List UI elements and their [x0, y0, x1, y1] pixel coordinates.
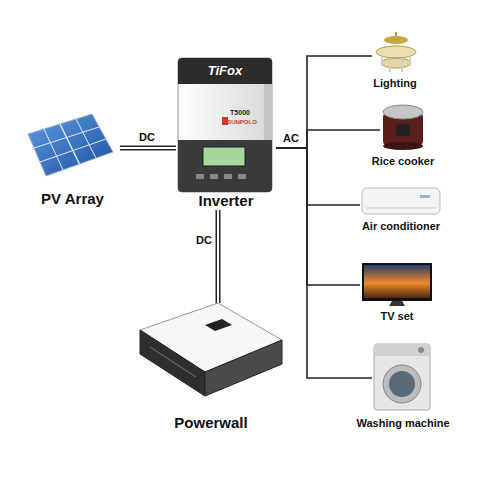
pv-grid-line — [76, 119, 96, 158]
power-cable — [120, 148, 176, 149]
chandelier-icon — [376, 32, 416, 72]
cooker-base — [383, 142, 423, 150]
pv-grid-line — [44, 129, 63, 170]
pv-grid-line — [60, 124, 80, 164]
washer-window — [389, 371, 415, 397]
inverter-side-strip — [264, 84, 272, 140]
battery-display — [205, 319, 232, 331]
battery-handle — [150, 347, 196, 377]
powerwall-battery — [140, 303, 282, 396]
brand-label: TiFox — [208, 64, 242, 78]
power-cable — [218, 210, 219, 303]
cable-line — [276, 148, 360, 205]
cable-outer — [216, 210, 221, 303]
node-caption: TV set — [380, 310, 413, 323]
component-node: Rice cooker — [380, 102, 426, 168]
brand-label: T5000 — [230, 109, 250, 117]
panel-button — [210, 174, 218, 179]
cable-line — [276, 148, 360, 285]
component-node: Washing machine — [372, 342, 434, 430]
component-node: PV Array — [25, 112, 120, 208]
brand-label: SUNPOLO — [227, 119, 257, 126]
crystal-drop — [381, 54, 383, 66]
node-caption: Air conditioner — [362, 220, 440, 233]
washer-control-strip — [374, 344, 430, 356]
tv-frame — [362, 263, 432, 301]
current-type-label: AC — [283, 132, 299, 144]
battery-side-face — [205, 340, 282, 396]
chandelier-crown — [384, 36, 408, 44]
node-caption: PV Array — [41, 190, 104, 208]
cable-outer — [120, 146, 176, 151]
component-node: Air conditioner — [360, 185, 442, 233]
inverter-control-panel — [178, 140, 272, 192]
tv-stand — [389, 301, 405, 306]
node-caption: Powerwall — [174, 414, 247, 432]
tv-icon — [362, 263, 432, 306]
power-cable — [276, 148, 360, 205]
inverter-body — [178, 58, 272, 192]
cooker-lid — [383, 105, 423, 119]
battery-front-face — [140, 330, 205, 396]
pv-panel — [28, 114, 113, 176]
current-type-label: DC — [196, 234, 212, 246]
washer-knob — [418, 347, 424, 353]
inverter-top-band — [178, 58, 272, 84]
power-cable — [276, 130, 380, 148]
crystal-drop — [409, 54, 411, 66]
node-caption: Washing machine — [356, 417, 449, 430]
brand-mark — [222, 117, 228, 125]
node-caption: Inverter — [198, 192, 253, 210]
rice-cooker-icon — [383, 105, 423, 150]
component-node: Lighting — [372, 32, 418, 90]
washer-door — [383, 365, 421, 403]
pv-grid-line — [40, 139, 106, 162]
component-node: Inverter — [176, 55, 276, 210]
inverter-unit — [178, 58, 272, 192]
ac-body — [362, 188, 440, 214]
air-conditioner-icon — [362, 188, 440, 214]
lcd-screen — [203, 147, 245, 166]
washing-machine-icon — [374, 344, 430, 410]
chandelier-tier — [381, 58, 411, 68]
cable-line — [276, 56, 372, 148]
crystal-drop — [389, 58, 391, 72]
component-node: TV set — [360, 260, 434, 323]
node-caption: Rice cooker — [372, 155, 434, 168]
ac-vent — [366, 208, 436, 209]
node-caption: Lighting — [373, 77, 416, 90]
cable-line — [276, 130, 380, 148]
cable-line — [276, 148, 372, 378]
power-cable — [276, 148, 360, 285]
panel-button — [196, 174, 204, 179]
current-type-label: DC — [139, 131, 155, 143]
power-cable — [276, 56, 372, 148]
washer-body — [374, 344, 430, 410]
panel-button — [238, 174, 246, 179]
ac-display — [420, 195, 430, 198]
tv-screen — [364, 265, 430, 298]
panel-button — [224, 174, 232, 179]
cooker-panel — [396, 124, 410, 136]
crystal-drop — [401, 58, 403, 72]
cable-inner — [217, 210, 219, 303]
pv-panel-face — [28, 114, 113, 176]
power-cable — [276, 148, 372, 378]
component-node: Powerwall — [135, 303, 287, 432]
cable-inner — [120, 147, 176, 149]
